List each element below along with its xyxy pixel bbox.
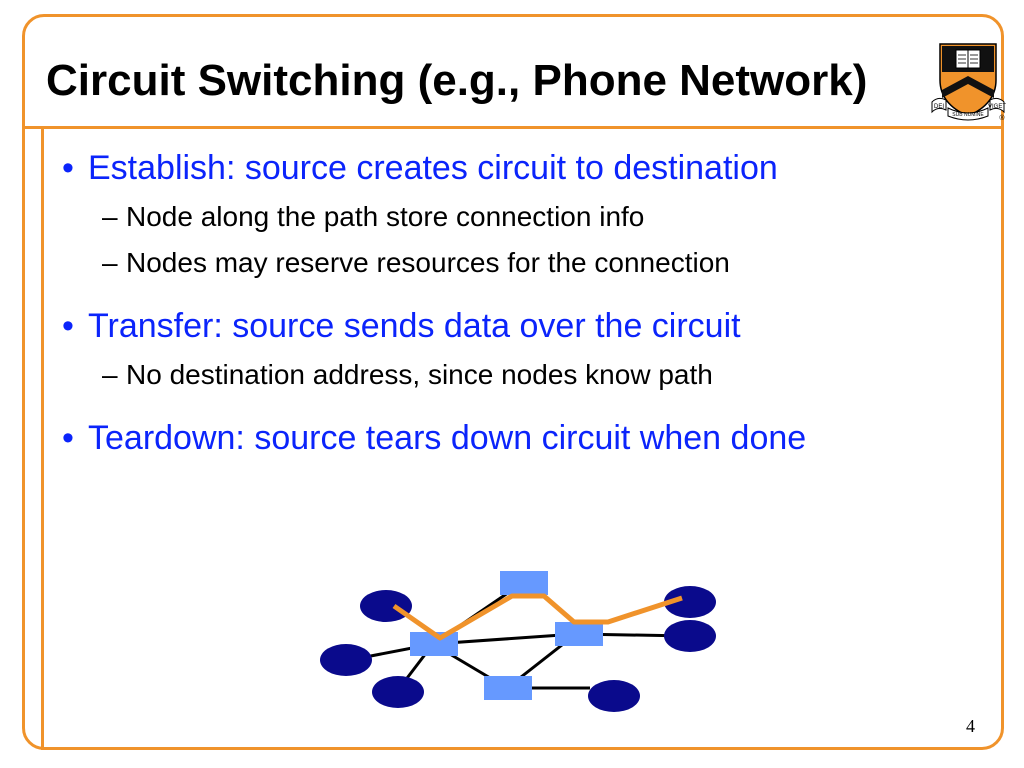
circuit-path bbox=[392, 593, 683, 641]
bullet-marker: • bbox=[62, 149, 74, 187]
bullet-marker: • bbox=[62, 419, 74, 457]
princeton-shield-icon: DEI SUB NUMINE VIGET ® bbox=[931, 43, 1006, 122]
switch-node bbox=[500, 571, 548, 595]
circuit-network-diagram bbox=[320, 571, 716, 712]
motto-right: VIGET bbox=[988, 104, 1006, 110]
switch-node bbox=[555, 622, 603, 646]
bullet-text: Establish: source creates circuit to des… bbox=[88, 149, 778, 187]
host-node bbox=[320, 644, 372, 676]
page-number: 4 bbox=[966, 716, 975, 736]
host-node bbox=[588, 680, 640, 712]
switch-node bbox=[484, 676, 532, 700]
bullet-text: Transfer: source sends data over the cir… bbox=[88, 307, 741, 345]
sub-bullet-marker: – bbox=[102, 359, 118, 390]
bullet-list: • Establish: source creates circuit to de… bbox=[62, 142, 992, 464]
bullet-text: Teardown: source tears down circuit when… bbox=[88, 419, 807, 457]
sub-bullet-marker: – bbox=[102, 201, 118, 232]
bullet-teardown: • Teardown: source tears down circuit whe… bbox=[62, 412, 992, 464]
sub-bullet-text: No destination address, since nodes know… bbox=[126, 359, 713, 390]
host-node bbox=[372, 676, 424, 708]
left-margin-rule bbox=[41, 126, 44, 750]
end-hosts bbox=[320, 586, 716, 712]
bullet-establish: • Establish: source creates circuit to de… bbox=[62, 142, 992, 194]
slide-title: Circuit Switching (e.g., Phone Network) bbox=[46, 56, 868, 105]
sub-bullet-text: Nodes may reserve resources for the conn… bbox=[126, 247, 730, 278]
sub-bullet-no-address: –No destination address, since nodes kno… bbox=[62, 352, 992, 398]
title-divider bbox=[22, 126, 1004, 129]
motto-left: DEI bbox=[934, 104, 944, 110]
sub-bullet-reserve-resources: –Nodes may reserve resources for the con… bbox=[62, 240, 992, 286]
sub-bullet-text: Node along the path store connection inf… bbox=[126, 201, 645, 232]
slide-frame bbox=[22, 14, 1004, 750]
bullet-transfer: • Transfer: source sends data over the ci… bbox=[62, 300, 992, 352]
registered-mark: ® bbox=[999, 114, 1005, 122]
sub-bullet-store-info: –Node along the path store connection in… bbox=[62, 194, 992, 240]
host-node bbox=[664, 620, 716, 652]
motto-center: SUB NUMINE bbox=[952, 112, 984, 118]
bullet-marker: • bbox=[62, 307, 74, 345]
sub-bullet-marker: – bbox=[102, 247, 118, 278]
host-node bbox=[664, 586, 716, 618]
host-node bbox=[360, 590, 412, 622]
